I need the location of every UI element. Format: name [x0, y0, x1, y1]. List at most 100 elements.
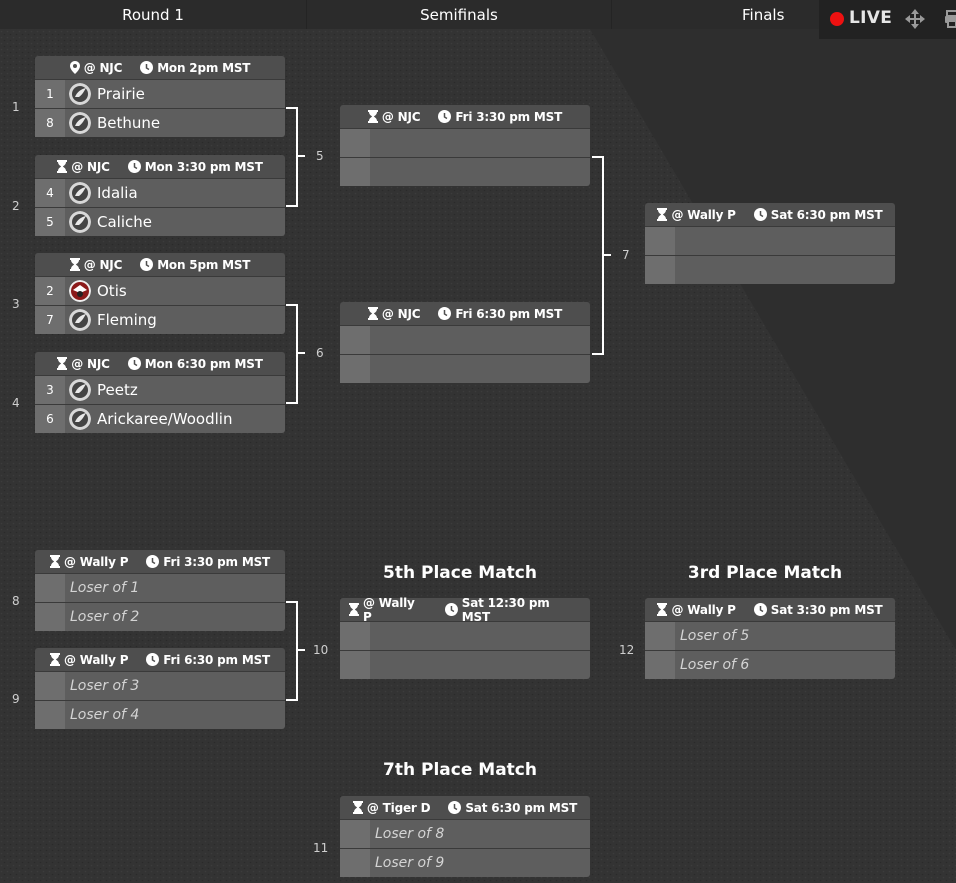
team-row[interactable]: Loser of 3: [35, 671, 285, 700]
team-seed: 4: [35, 179, 65, 207]
bracket-connector: [297, 649, 305, 651]
clock-icon: [444, 603, 458, 616]
bracket-connector: [286, 601, 298, 701]
match-8[interactable]: @ Wally P Fri 3:30 pm MST Loser of 1 Los…: [35, 550, 285, 631]
clock-icon: [140, 61, 154, 74]
match-location: @ NJC: [71, 356, 110, 371]
move-icon[interactable]: [905, 9, 925, 29]
clock-icon: [753, 603, 767, 616]
match-number: 11: [313, 841, 329, 855]
match-header: @ NJC Fri 3:30 pm MST: [340, 105, 590, 128]
team-seed: [340, 651, 370, 679]
team-logo-icon: [69, 280, 91, 302]
team-name: Prairie: [97, 85, 145, 103]
team-row[interactable]: [645, 226, 895, 255]
team-row[interactable]: Loser of 6: [645, 650, 895, 679]
hourglass-icon: [49, 653, 60, 666]
team-seed: [340, 326, 370, 354]
match-header: @ Wally P Fri 3:30 pm MST: [35, 550, 285, 573]
team-row[interactable]: Loser of 4: [35, 700, 285, 729]
team-row[interactable]: Loser of 9: [340, 848, 590, 877]
bracket-connector: [297, 155, 305, 157]
match-time: Sat 6:30 pm MST: [770, 207, 883, 222]
match-10[interactable]: @ Wally P Sat 12:30 pm MST: [340, 596, 590, 679]
team-row[interactable]: [340, 325, 590, 354]
clock-icon: [127, 357, 141, 370]
team-row[interactable]: [340, 354, 590, 383]
team-row[interactable]: Loser of 5: [645, 621, 895, 650]
team-row[interactable]: [340, 157, 590, 186]
clock-icon: [448, 801, 462, 814]
match-number: 12: [619, 643, 635, 657]
clock-icon: [127, 160, 141, 173]
match-location: @ Wally P: [671, 207, 736, 222]
match-number: 9: [12, 692, 20, 706]
match-7[interactable]: @ Wally P Sat 6:30 pm MST: [645, 203, 895, 284]
live-button[interactable]: LIVE: [849, 8, 893, 28]
match-header: @ Wally P Sat 12:30 pm MST: [340, 596, 590, 624]
team-name: Caliche: [97, 213, 152, 231]
live-toolbar: LIVE: [819, 0, 956, 39]
bracket-connector: [286, 107, 298, 207]
team-row[interactable]: Loser of 2: [35, 602, 285, 631]
match-location: @ NJC: [381, 306, 421, 321]
hourglass-icon: [57, 160, 68, 173]
round-1-heading: Round 1: [0, 0, 307, 29]
team-row[interactable]: [645, 255, 895, 284]
match-time: Mon 5pm MST: [157, 257, 251, 272]
team-name: Loser of 9: [375, 855, 445, 871]
match-time: Sat 3:30 pm MST: [770, 602, 883, 617]
match-header: @ Wally P Sat 3:30 pm MST: [645, 598, 895, 621]
match-number: 3: [12, 297, 20, 311]
team-seed: [340, 355, 370, 383]
team-seed: 6: [35, 405, 65, 433]
team-seed: 3: [35, 376, 65, 404]
match-number: 6: [316, 346, 324, 360]
team-seed: 8: [35, 109, 65, 137]
live-indicator-icon: [830, 12, 844, 26]
team-row[interactable]: [340, 128, 590, 157]
team-name: Loser of 2: [70, 609, 140, 625]
match-9[interactable]: @ Wally P Fri 6:30 pm MST Loser of 3 Los…: [35, 648, 285, 729]
bracket-connector: [297, 352, 305, 354]
hourglass-icon: [69, 258, 80, 271]
team-logo-icon: [69, 182, 91, 204]
print-icon[interactable]: [945, 10, 956, 28]
match-header: @ NJC Mon 6:30 pm MST: [35, 352, 285, 375]
match-number: 2: [12, 199, 20, 213]
match-header: @ NJC Fri 6:30 pm MST: [340, 302, 590, 325]
team-seed: [645, 622, 675, 650]
team-row[interactable]: Loser of 1: [35, 573, 285, 602]
team-logo-icon: [69, 408, 91, 430]
team-row[interactable]: [340, 650, 590, 679]
team-name: Bethune: [97, 114, 161, 132]
team-row[interactable]: [340, 621, 590, 650]
team-row[interactable]: 8 Bethune: [35, 108, 285, 137]
hourglass-icon: [657, 208, 668, 221]
team-row[interactable]: 5 Caliche: [35, 207, 285, 236]
match-time: Mon 3:30 pm MST: [144, 159, 263, 174]
team-row[interactable]: Loser of 8: [340, 819, 590, 848]
match-11[interactable]: @ Tiger D Sat 6:30 pm MST Loser of 8 Los…: [340, 796, 590, 877]
team-seed: [35, 701, 65, 729]
match-header: @ NJC Mon 5pm MST: [35, 253, 285, 276]
team-seed: [35, 603, 65, 631]
match-header: @ Tiger D Sat 6:30 pm MST: [340, 796, 590, 819]
match-12[interactable]: @ Wally P Sat 3:30 pm MST Loser of 5 Los…: [645, 598, 895, 679]
match-6[interactable]: @ NJC Fri 6:30 pm MST: [340, 302, 590, 383]
team-seed: 7: [35, 306, 65, 334]
team-seed: 2: [35, 277, 65, 305]
team-seed: [35, 574, 65, 602]
match-5[interactable]: @ NJC Fri 3:30 pm MST: [340, 105, 590, 186]
team-seed: 5: [35, 208, 65, 236]
